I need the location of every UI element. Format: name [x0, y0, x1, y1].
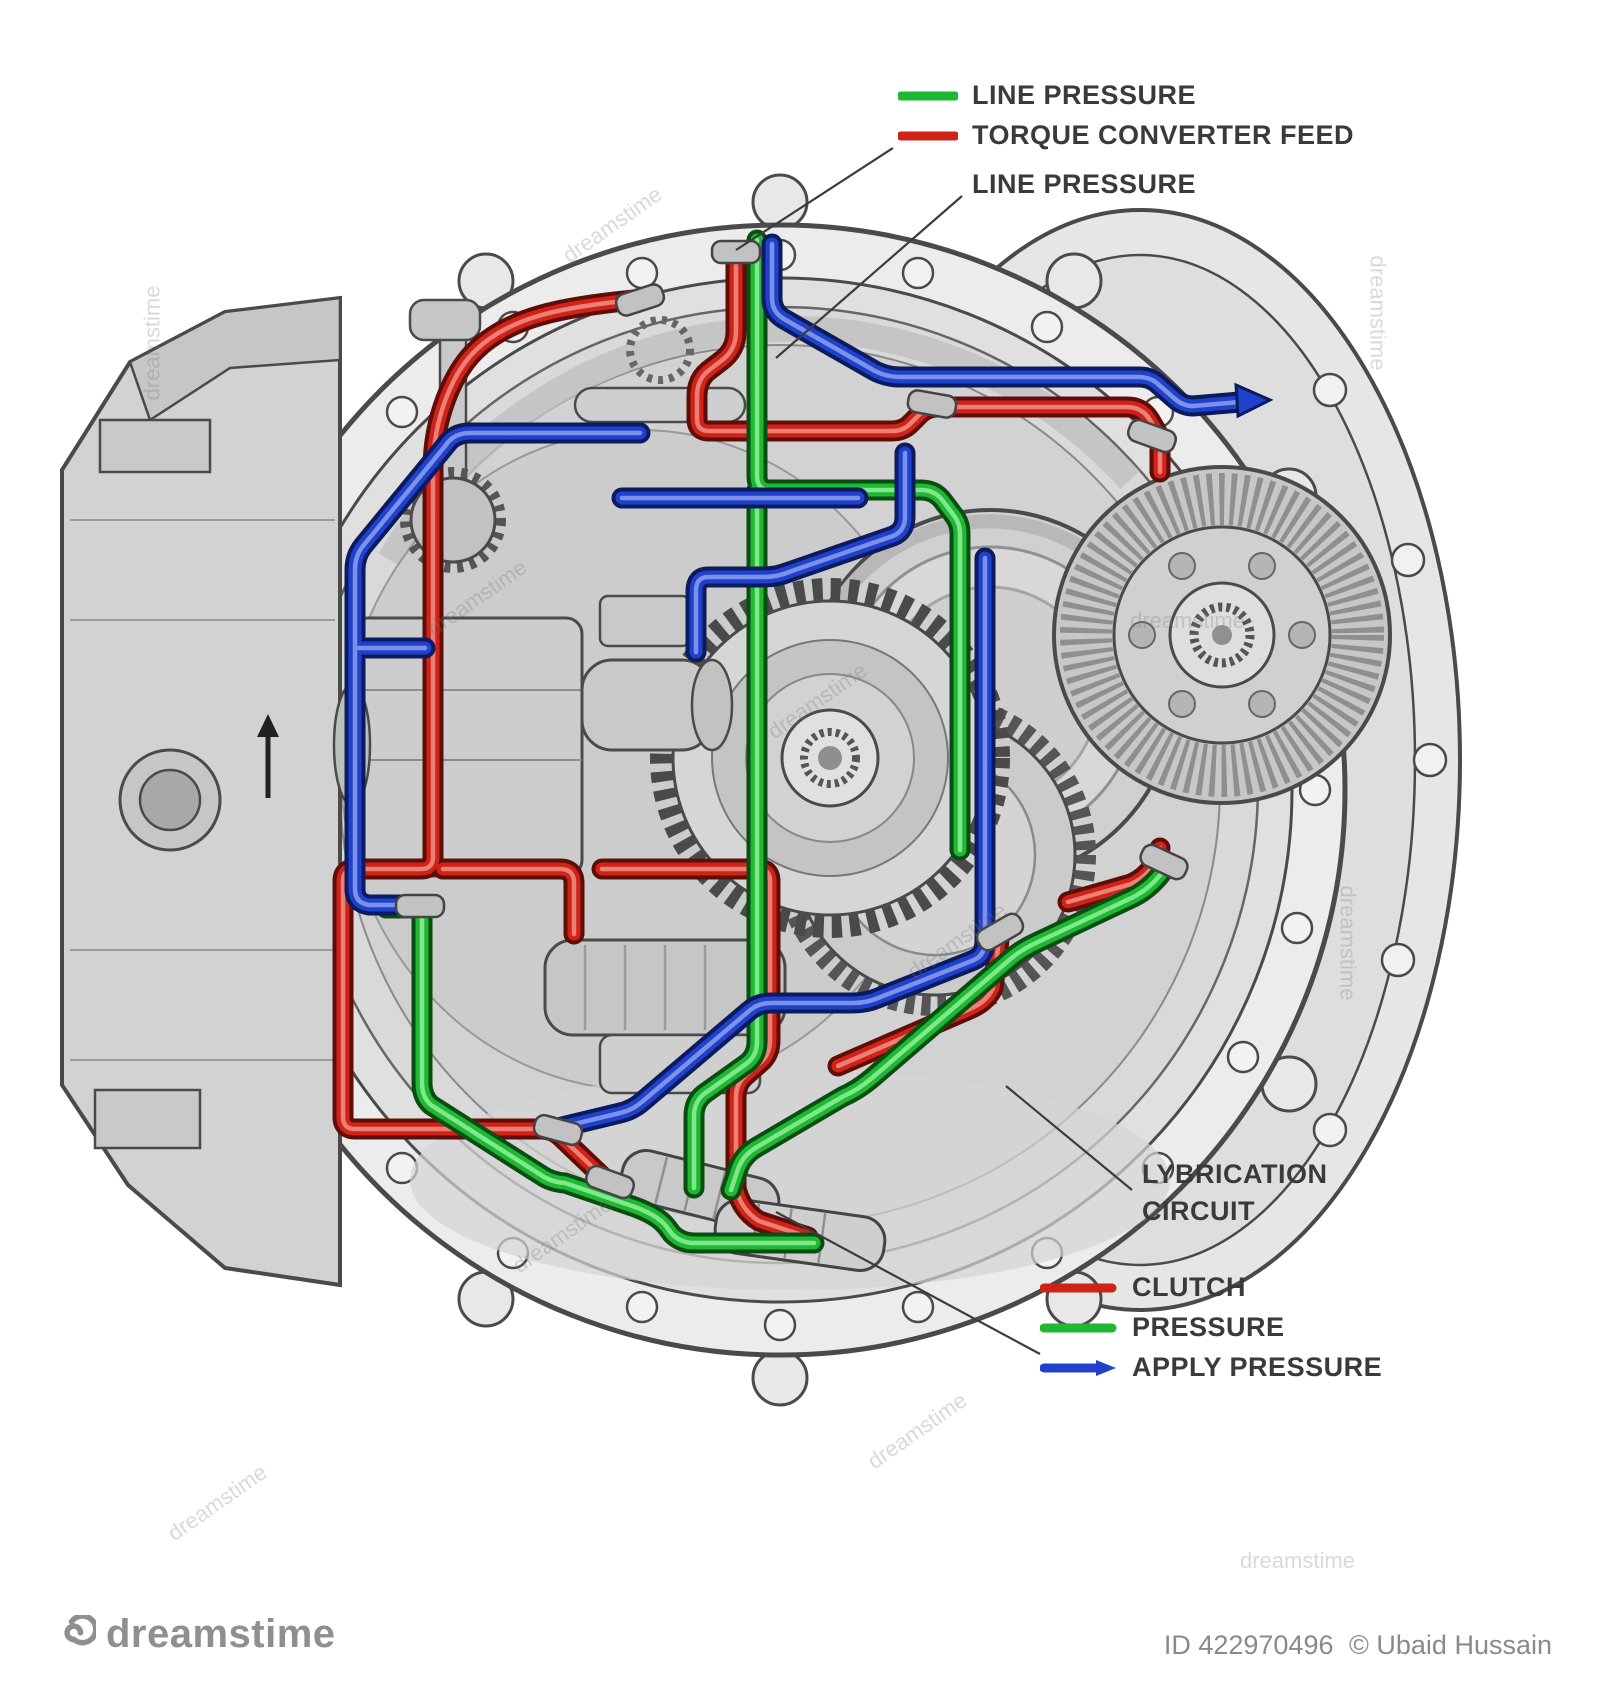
legend-label: LINE PRESSURE [972, 80, 1197, 110]
leader-line-pressure [775, 195, 963, 359]
tube-fittings [394, 239, 1189, 1200]
legend-label: LINE PRESSURE [972, 169, 1197, 199]
leader-lubrication-circuit [1005, 1085, 1133, 1191]
blue-tube-arrowhead [1234, 382, 1274, 419]
leader-lines [735, 147, 1133, 1355]
dreamstime-logo: dreamstime [56, 1612, 336, 1657]
pressure-swatch-icon [1040, 1323, 1117, 1332]
legend-label: PRESSURE [1132, 1312, 1285, 1342]
up-arrow [257, 714, 279, 798]
legend-item-line-pressure-2: LINE PRESSURE [972, 169, 1354, 200]
legend-item-apply-pressure: APPLY PRESSURE [1040, 1352, 1382, 1383]
torque-converter-feed-swatch-icon [898, 131, 958, 140]
line-pressure-swatch-icon [898, 91, 958, 100]
apply-pressure-arrow-icon [1040, 1359, 1116, 1376]
clutch-swatch-icon [1040, 1283, 1117, 1292]
dreamstime-spiral-icon [64, 1614, 96, 1645]
legend-bottom: CLUTCH PRESSURE APPLY PRESSURE [1040, 1272, 1382, 1392]
legend-item-torque-converter-feed: TORQUE CONVERTER FEED [898, 120, 1354, 151]
callout-text-line1: LYBRICATION [1142, 1159, 1328, 1189]
legend-item-pressure: PRESSURE [1040, 1312, 1382, 1343]
legend-label: CLUTCH [1132, 1272, 1246, 1302]
image-id: ID 422970496 [1163, 1630, 1334, 1660]
internal-mechanics [332, 298, 1392, 1095]
legend-top: LINE PRESSURE TORQUE CONVERTER FEED LINE… [898, 80, 1354, 209]
legend-item-line-pressure: LINE PRESSURE [898, 80, 1354, 111]
image-credit: ID 422970496 © Ubaid Hussain [1156, 1630, 1552, 1661]
legend-label: APPLY PRESSURE [1132, 1352, 1383, 1382]
footer-brand-text: dreamstime [106, 1612, 336, 1656]
leader-bottom-legend [775, 1211, 1041, 1355]
legend-label: TORQUE CONVERTER FEED [972, 120, 1355, 150]
leader-torque-converter-feed [735, 147, 894, 251]
lubrication-circuit-label: LYBRICATION CIRCUIT [1142, 1156, 1328, 1230]
legend-item-clutch: CLUTCH [1040, 1272, 1382, 1303]
callout-text-line2: CIRCUIT [1142, 1196, 1255, 1226]
clutch-disc [1052, 465, 1392, 805]
image-copyright: © Ubaid Hussain [1349, 1630, 1552, 1660]
